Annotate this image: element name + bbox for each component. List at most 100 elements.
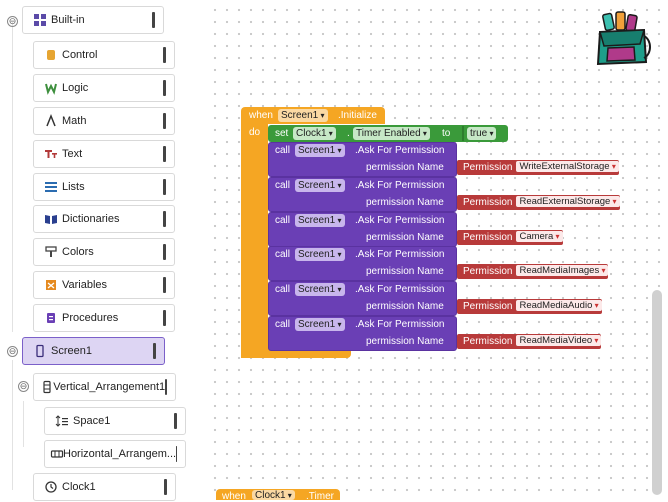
call-component-dropdown[interactable]: Screen1 [295,248,345,261]
drag-handle-icon[interactable] [163,179,166,195]
text-icon [40,148,62,160]
call-label: call [275,284,291,295]
permission-name-param-label: permission Name [366,197,444,208]
tree-item-horizontal-arrangement[interactable]: Horizontal_Arrangem... [44,440,186,468]
tree-item-colors[interactable]: Colors [33,238,175,266]
permission-name-param-label: permission Name [366,232,444,243]
call-label: call [275,319,291,330]
horizontal-arrangement-icon [50,448,64,460]
permission-name-param-label: permission Name [366,301,444,312]
setter-dot-label: . [347,128,350,139]
drag-handle-icon[interactable] [164,479,167,495]
clock-icon [40,481,62,493]
timer-component-dropdown[interactable]: Clock1 [252,490,295,501]
event-component-dropdown[interactable]: Screen1 [278,109,328,122]
drag-handle-icon[interactable] [163,211,166,227]
tree-item-control[interactable]: Control [33,41,175,69]
tree-item-space1[interactable]: Space1 [44,407,186,435]
collapse-toggle-icon[interactable]: ⊖ [7,346,18,357]
call-component-dropdown[interactable]: Screen1 [295,214,345,227]
tree-item-label: Text [62,148,83,160]
tree-item-dictionaries[interactable]: Dictionaries [33,205,175,233]
tree-item-built-in[interactable]: Built-in [22,6,164,34]
variables-icon [40,279,62,291]
tree-item-text[interactable]: Text [33,140,175,168]
call-component-dropdown[interactable]: Screen1 [295,318,345,331]
call-label: call [275,249,291,260]
call-method-label: .Ask For Permission [355,145,445,156]
collapse-toggle-icon[interactable]: ⊖ [18,381,29,392]
screen-icon [29,344,51,358]
dictionaries-icon [40,213,62,225]
drag-handle-icon[interactable] [174,413,177,429]
drag-handle-icon[interactable] [165,379,167,395]
tree-item-label: Lists [62,181,85,193]
permission-value-dropdown[interactable]: ReadMediaVideo [516,335,602,346]
setter-to-label: to [442,128,451,139]
drag-handle-icon[interactable] [163,244,166,260]
tree-item-label: Colors [62,246,94,258]
drag-handle-icon[interactable] [152,12,155,28]
permission-name-param-label: permission Name [366,336,444,347]
procedures-icon [40,312,62,324]
collapse-toggle-icon[interactable]: ⊖ [7,16,18,27]
tree-item-label: Clock1 [62,481,96,493]
tree-item-variables[interactable]: Variables [33,271,175,299]
permission-helper-label: Permission [463,197,513,208]
permission-helper-label: Permission [463,232,513,243]
permission-value-dropdown[interactable]: WriteExternalStorage [516,161,619,172]
tree-item-label: Built-in [51,14,85,26]
drag-handle-icon[interactable] [153,343,156,359]
setter-property-dropdown[interactable]: Timer Enabled [353,127,430,140]
tree-item-logic[interactable]: Logic [33,74,175,102]
drag-handle-icon[interactable] [176,446,177,462]
backpack-icon[interactable] [594,10,651,70]
workspace-scrollbar[interactable] [652,290,662,495]
tree-item-label: Variables [62,279,108,291]
drag-handle-icon[interactable] [163,146,166,162]
call-method-label: .Ask For Permission [355,319,445,330]
timer-event-name: .Timer [306,491,334,502]
drag-handle-icon[interactable] [163,47,166,63]
tree-item-screen1[interactable]: Screen1 [22,337,165,365]
boolean-value-dropdown[interactable]: true [467,127,497,140]
permission-value-dropdown[interactable]: Camera [516,231,563,242]
permission-value-dropdown[interactable]: ReadMediaImages [516,265,609,276]
permission-value-dropdown[interactable]: ReadMediaAudio [516,300,602,311]
tree-item-label: Procedures [62,312,119,324]
permission-helper-label: Permission [463,336,513,347]
call-label: call [275,215,291,226]
call-component-dropdown[interactable]: Screen1 [295,179,345,192]
tree-item-math[interactable]: Math [33,107,175,135]
control-icon [40,49,62,61]
tree-item-label: Math [62,115,87,127]
call-method-label: .Ask For Permission [355,249,445,260]
tree-item-lists[interactable]: Lists [33,173,175,201]
logic-icon [40,82,62,95]
setter-component-dropdown[interactable]: Clock1 [293,127,336,140]
call-method-label: .Ask For Permission [355,215,445,226]
drag-handle-icon[interactable] [163,80,166,96]
drag-handle-icon[interactable] [163,310,166,326]
permission-value-dropdown[interactable]: ReadExternalStorage [516,196,620,207]
permission-helper-label: Permission [463,301,513,312]
permission-name-param-label: permission Name [366,162,444,173]
call-component-dropdown[interactable]: Screen1 [295,283,345,296]
tree-item-procedures[interactable]: Procedures [33,304,175,332]
tree-item-label: Space1 [73,415,111,427]
drag-handle-icon[interactable] [163,113,166,129]
tree-item-label: Logic [62,82,89,94]
tree-guide-line [23,401,24,447]
call-label: call [275,180,291,191]
tree-item-clock1[interactable]: Clock1 [33,473,176,501]
call-component-dropdown[interactable]: Screen1 [295,144,345,157]
tree-item-vertical-arrangement1[interactable]: Vertical_Arrangement1 [33,373,176,401]
drag-handle-icon[interactable] [163,277,166,293]
tree-item-label: Dictionaries [62,213,120,225]
